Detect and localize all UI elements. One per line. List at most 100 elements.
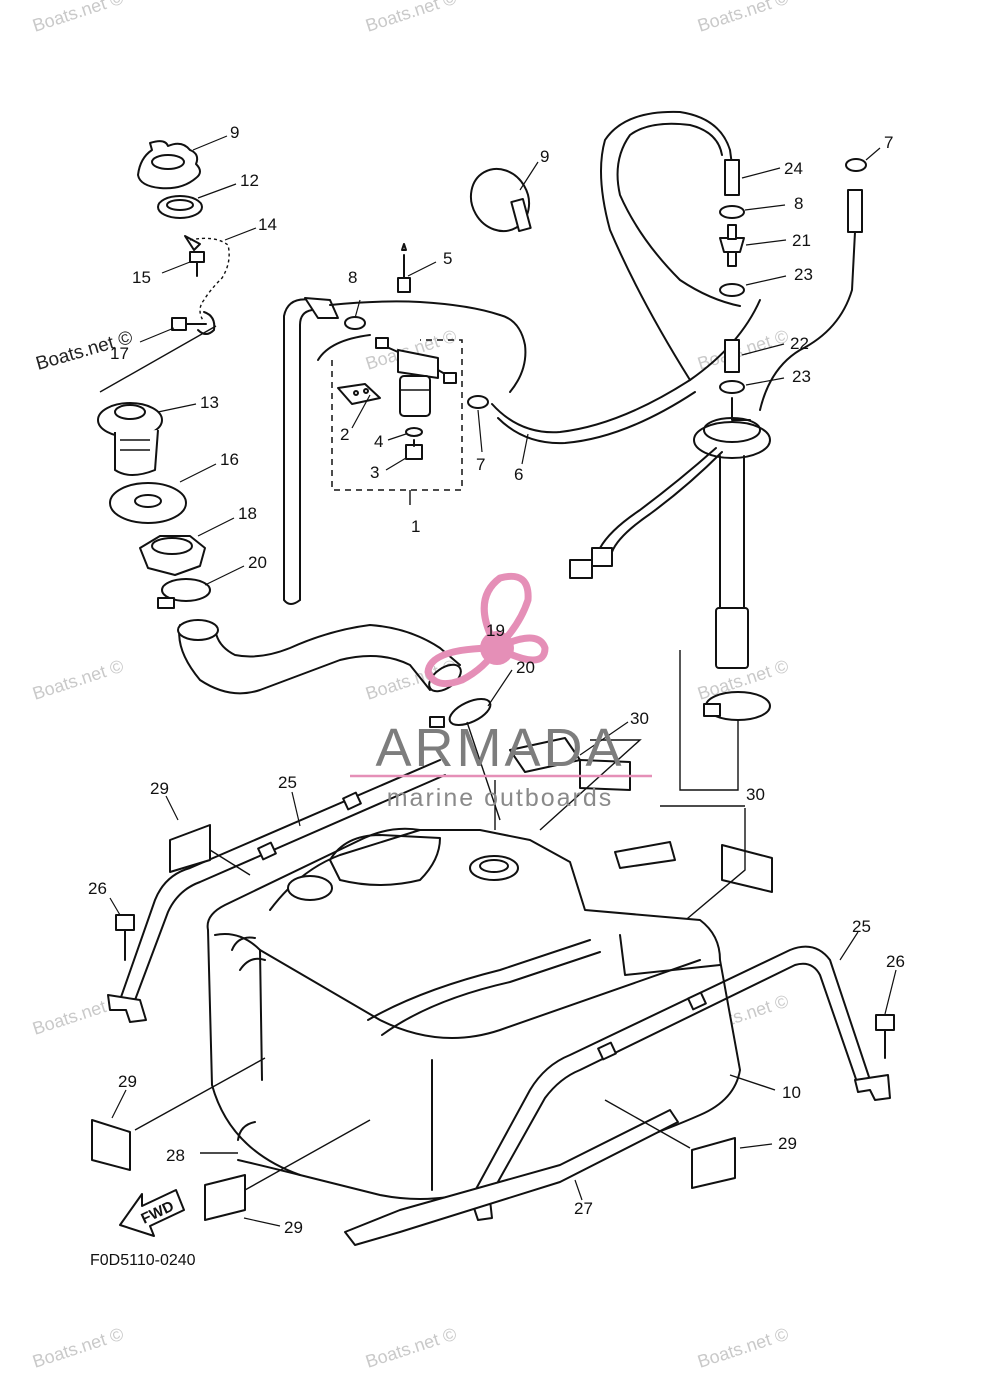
part-label: 25: [852, 917, 871, 936]
tank-ridge: [269, 829, 421, 911]
part-label: 18: [238, 504, 257, 523]
fwd-arrow-icon: [119, 1189, 185, 1237]
part-label: 5: [443, 249, 452, 268]
leader-line: [741, 167, 781, 179]
leader-line: [161, 261, 191, 274]
part-label: 15: [132, 268, 151, 287]
skid-plate: [344, 1109, 679, 1246]
leader-line: [224, 227, 257, 241]
watermark: Boats.net ©: [695, 1324, 791, 1372]
strap-buckle: [257, 841, 277, 861]
part-label: 29: [118, 1072, 137, 1091]
part-label: 9: [230, 123, 239, 142]
check-valve-21-top: [727, 224, 737, 240]
leader-line: [741, 343, 785, 356]
bolt-tip: [401, 243, 407, 251]
leader-line: [179, 463, 217, 483]
filler-gasket: [109, 482, 187, 524]
filler-gasket-hole: [134, 494, 162, 508]
propeller-blade: [424, 644, 501, 688]
tank-base: [200, 1109, 679, 1246]
tank-corner: [259, 949, 263, 1081]
cap-gasket-hole: [166, 199, 194, 211]
bracket-hole: [363, 388, 369, 394]
leader-line: [387, 433, 407, 441]
part-label: 25: [278, 773, 297, 792]
filter-inlet-nipple: [375, 337, 389, 349]
leader-line: [204, 565, 245, 586]
clamp-band-screw: [510, 197, 532, 233]
strap-right-bottom: [484, 962, 859, 1206]
pad: [91, 1119, 131, 1171]
leader-line: [407, 261, 437, 277]
watermark: Boats.net ©: [363, 1324, 459, 1372]
watermark: Boats.net ©: [30, 0, 126, 36]
leader-line: [99, 325, 217, 393]
filler-neck-body: [114, 429, 159, 476]
filler-hose-top-edge: [178, 624, 431, 695]
cap-chain: [189, 237, 230, 323]
part-label: 2: [340, 425, 349, 444]
hose-6-bottom: [497, 391, 696, 445]
strap-buckle: [687, 991, 707, 1011]
part-label: 20: [516, 658, 535, 677]
vent-hose-inner: [299, 309, 313, 601]
check-valve-21: [719, 237, 745, 253]
figure-code: F0D5110-0240: [90, 1252, 196, 1269]
strap-buckle: [342, 791, 362, 811]
leader-line: [197, 183, 237, 199]
part-label: 14: [258, 215, 277, 234]
part-label: 7: [476, 455, 485, 474]
leader-line: [487, 669, 513, 707]
sender-clamp-screw: [703, 703, 721, 717]
watermark: Boats.net ©: [363, 0, 459, 36]
check-valve-21-bottom: [727, 251, 737, 267]
part-label: 21: [792, 231, 811, 250]
filter-outlet-nipple: [443, 372, 457, 384]
hose-clip: [344, 316, 366, 330]
strap-hook: [854, 1074, 891, 1101]
strap-right-top: [469, 945, 871, 1201]
filler-assembly: [97, 140, 230, 609]
part-label: 20: [248, 553, 267, 572]
leader-line: [745, 239, 787, 246]
part-label: 13: [200, 393, 219, 412]
clamp-band: [469, 167, 532, 233]
watermark: Boats.net ©: [30, 656, 126, 704]
part-label: 8: [348, 268, 357, 287]
leader-line: [385, 457, 407, 471]
part-label: 4: [374, 432, 383, 451]
hose-clamp-screw: [157, 597, 175, 609]
part-label: 26: [886, 952, 905, 971]
pad: [721, 844, 773, 893]
sender-wire: [599, 447, 717, 549]
part-label: 23: [794, 265, 813, 284]
tank-groove: [381, 951, 601, 1036]
part-label: 6: [514, 465, 523, 484]
leader-line: [192, 135, 228, 151]
filter-head: [397, 349, 439, 379]
hose-clip: [467, 395, 489, 409]
leader-line: [139, 327, 175, 343]
part-label: 9: [540, 147, 549, 166]
part-labels: 9 12 14 15 17 13 16 18 20 8 5 2 4 3 1 7 …: [88, 123, 905, 1237]
pad: [691, 1137, 736, 1189]
bolt-head: [115, 914, 135, 931]
pad: [204, 1174, 246, 1221]
leader-line: [291, 791, 301, 827]
part-label: 19: [486, 621, 505, 640]
strap-buckle: [597, 1041, 617, 1061]
sender-connector: [591, 547, 613, 567]
leader-line: [574, 1179, 583, 1201]
strap-left-top: [119, 759, 441, 1001]
tank-vent-link: [499, 314, 527, 393]
tank-vent-port: [287, 875, 333, 901]
part-label: 17: [110, 344, 129, 363]
leader-line: [134, 1057, 266, 1131]
bracket-hole: [353, 390, 359, 396]
part-label: 23: [792, 367, 811, 386]
part-label: 7: [884, 133, 893, 152]
armada-logo: ARMADA marine outboards: [350, 572, 652, 812]
